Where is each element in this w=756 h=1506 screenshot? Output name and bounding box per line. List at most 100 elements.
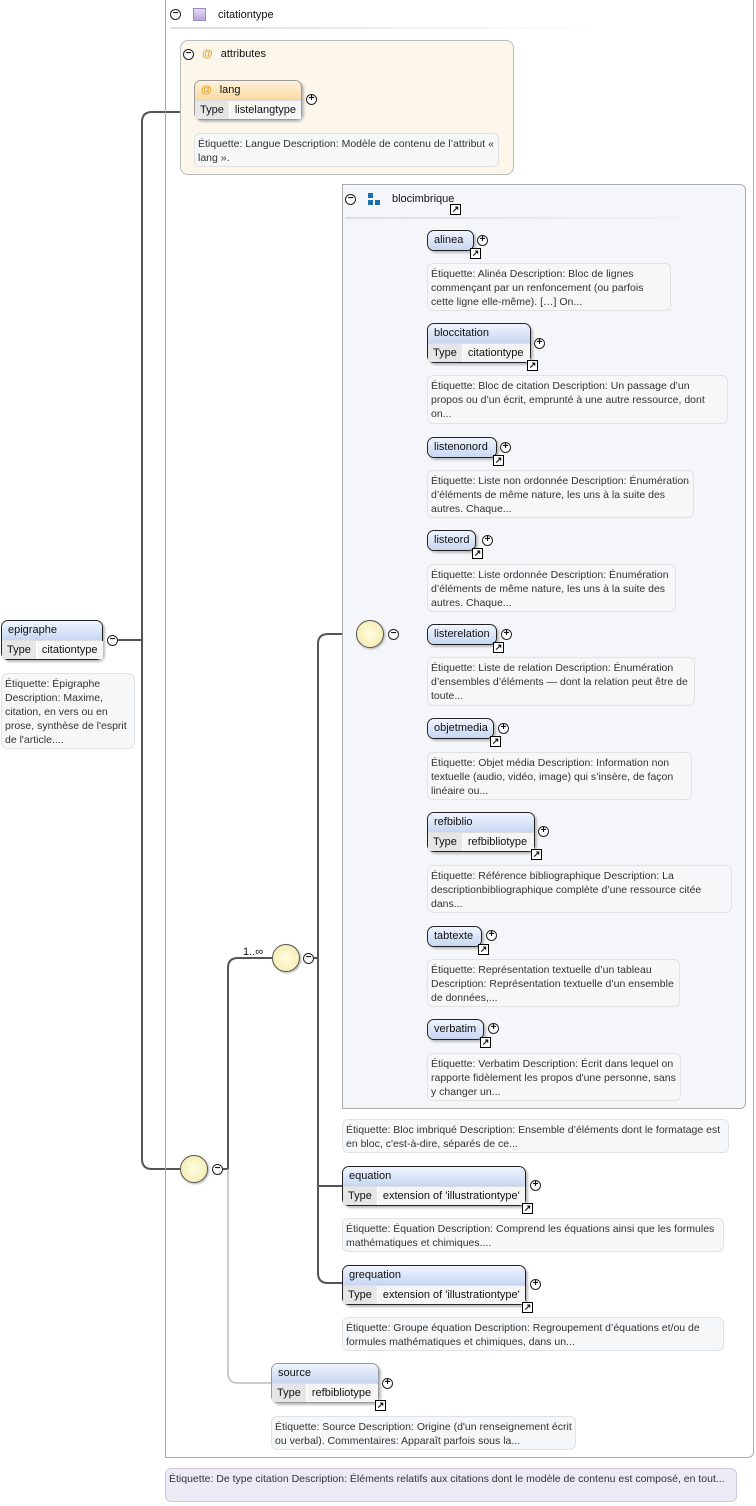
- sequence-compositor-icon[interactable]: [180, 1155, 208, 1183]
- choice-compositor-icon[interactable]: [356, 620, 384, 648]
- complex-type-icon: [193, 8, 206, 21]
- divider: [345, 217, 725, 219]
- annotation: Étiquette: Bloc de citation Description:…: [427, 375, 728, 424]
- expand-icon[interactable]: +: [498, 723, 509, 734]
- element-alinea[interactable]: alinea↗: [427, 230, 481, 259]
- reference-link-icon[interactable]: ↗: [522, 1203, 533, 1214]
- type-label: Type: [343, 1286, 378, 1304]
- expand-icon[interactable]: +: [382, 1378, 393, 1389]
- occurrence-label: 1..∞: [243, 946, 264, 958]
- element-listenonord[interactable]: listenonord↗: [427, 437, 504, 466]
- group-blocimbrique: [342, 184, 746, 1109]
- element-name: refbiblio: [428, 813, 534, 832]
- annotation: Étiquette: Représentation textuelle d’un…: [427, 959, 680, 1007]
- expand-icon[interactable]: +: [477, 235, 488, 246]
- reference-link-icon[interactable]: ↗: [522, 1302, 533, 1313]
- reference-link-icon[interactable]: ↗: [493, 455, 504, 466]
- reference-link-icon[interactable]: ↗: [478, 944, 489, 955]
- expand-icon[interactable]: +: [530, 1279, 541, 1290]
- reference-link-icon[interactable]: ↗: [450, 204, 461, 215]
- collapse-icon[interactable]: −: [388, 629, 399, 640]
- group-name: blocimbrique: [392, 193, 455, 205]
- element-name: epigraphe: [2, 621, 102, 640]
- type-label: Type: [343, 1187, 378, 1205]
- reference-link-icon[interactable]: ↗: [490, 736, 501, 747]
- type-value: citationtype: [462, 344, 530, 362]
- type-label: Type: [195, 101, 230, 119]
- annotation: Étiquette: Langue Description: Modèle de…: [194, 133, 499, 167]
- element-listeord[interactable]: listeord↗: [427, 530, 483, 559]
- expand-icon[interactable]: +: [534, 338, 545, 349]
- element-name: alinea: [428, 231, 473, 250]
- reference-link-icon[interactable]: ↗: [531, 849, 542, 860]
- collapse-icon[interactable]: −: [212, 1164, 223, 1175]
- element-name: objetmedia: [428, 719, 493, 738]
- collapse-icon[interactable]: −: [107, 635, 118, 646]
- element-name: listerelation: [428, 625, 496, 644]
- element-objetmedia[interactable]: objetmedia↗: [427, 718, 501, 747]
- type-value: listelangtype: [229, 101, 302, 119]
- element-name: tabtexte: [428, 927, 481, 946]
- expand-icon[interactable]: +: [530, 1180, 541, 1191]
- reference-link-icon[interactable]: ↗: [480, 1037, 491, 1048]
- annotation: Étiquette: Liste de relation Description…: [427, 657, 695, 706]
- type-value: citationtype: [36, 641, 103, 659]
- attributes-title: attributes: [220, 48, 266, 60]
- complex-type-citationtype: [165, 0, 754, 1458]
- annotation: Étiquette: Objet média Description: Info…: [427, 752, 692, 800]
- attribute-icon: @: [201, 84, 212, 96]
- type-value: refbibliotype: [462, 833, 534, 851]
- annotation: Étiquette: Bloc imbriqué Description: En…: [342, 1119, 729, 1153]
- reference-link-icon[interactable]: ↗: [470, 248, 481, 259]
- expand-icon[interactable]: +: [482, 535, 493, 546]
- annotation: Étiquette: Épigraphe Description: Maxime…: [1, 673, 135, 749]
- type-label: Type: [428, 344, 463, 362]
- collapse-icon[interactable]: −: [183, 48, 194, 60]
- type-label: Type: [272, 1384, 307, 1402]
- expand-icon[interactable]: +: [538, 826, 549, 837]
- type-value: extension of 'illustrationtype': [377, 1286, 525, 1304]
- type-value: extension of 'illustrationtype': [377, 1187, 525, 1205]
- type-label: Type: [2, 641, 37, 659]
- element-name: bloccitation: [428, 324, 530, 343]
- element-tabtexte[interactable]: tabtexte↗: [427, 926, 489, 955]
- reference-link-icon[interactable]: ↗: [493, 642, 504, 653]
- reference-link-icon[interactable]: ↗: [472, 548, 483, 559]
- annotation: Étiquette: Référence bibliographique Des…: [427, 865, 732, 913]
- choice-compositor-icon[interactable]: [272, 944, 300, 972]
- reference-link-icon[interactable]: ↗: [375, 1400, 386, 1411]
- expand-icon[interactable]: +: [488, 1023, 499, 1034]
- element-name: equation: [343, 1167, 525, 1186]
- element-name: @ lang: [195, 81, 301, 100]
- reference-link-icon[interactable]: ↗: [527, 360, 538, 371]
- collapse-icon[interactable]: −: [303, 953, 314, 964]
- attribute-icon: @: [202, 48, 213, 60]
- expand-icon[interactable]: +: [500, 442, 511, 453]
- expand-icon[interactable]: +: [486, 930, 497, 941]
- divider: [170, 27, 600, 29]
- annotation: Étiquette: Verbatim Description: Écrit d…: [427, 1053, 681, 1101]
- group-header: − blocimbrique: [345, 193, 454, 205]
- element-listerelation[interactable]: listerelation↗: [427, 624, 504, 653]
- expand-icon[interactable]: +: [501, 629, 512, 640]
- collapse-icon[interactable]: −: [345, 193, 356, 205]
- annotation: Étiquette: Source Description: Origine (…: [271, 1416, 576, 1450]
- complex-type-annotation: Étiquette: De type citation Description:…: [165, 1468, 737, 1502]
- expand-icon[interactable]: +: [306, 94, 317, 105]
- collapse-icon[interactable]: −: [170, 9, 181, 20]
- type-value: refbibliotype: [306, 1384, 378, 1402]
- attributes-header: − @ attributes: [183, 48, 266, 60]
- attribute-name: lang: [219, 84, 241, 96]
- element-verbatim[interactable]: verbatim↗: [427, 1019, 491, 1048]
- type-label: Type: [428, 833, 463, 851]
- annotation: Étiquette: Groupe équation Description: …: [342, 1317, 724, 1351]
- annotation: Étiquette: Alinéa Description: Bloc de l…: [427, 263, 671, 311]
- group-icon: [368, 193, 380, 205]
